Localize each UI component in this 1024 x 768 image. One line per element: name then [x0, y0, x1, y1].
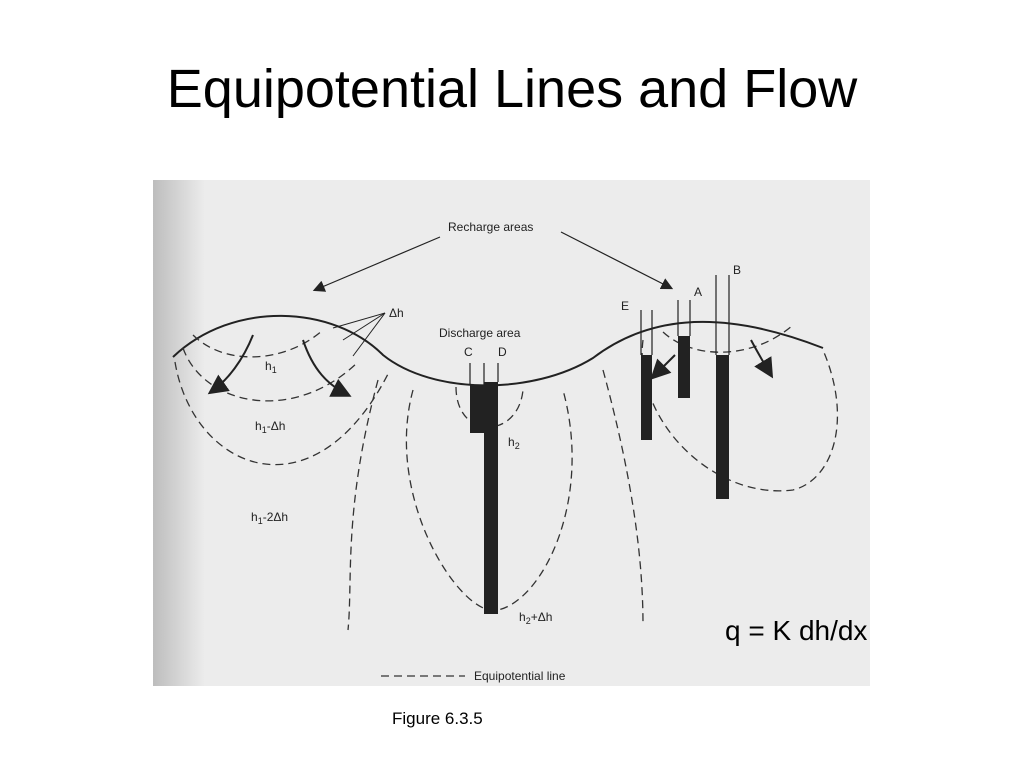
well-a-label: A: [694, 285, 702, 299]
well-e: [640, 310, 653, 440]
delta-h-label: Δh: [389, 306, 404, 320]
well-e-label: E: [621, 299, 629, 313]
well-b: [715, 275, 730, 499]
well-a: [677, 300, 691, 398]
well-d-label: D: [498, 345, 507, 359]
scan-edge: [153, 180, 205, 686]
delta-h-leaders: [332, 312, 386, 357]
legend-label: Equipotential line: [474, 669, 566, 683]
h2-label: h2: [508, 435, 520, 451]
well-b-label: B: [733, 263, 741, 277]
right-equipotential-lines: [641, 324, 839, 492]
slide-title: Equipotential Lines and Flow: [166, 59, 858, 119]
h1-minus-2dh-label: h1-2Δh: [251, 510, 288, 526]
h1-minus-dh-label: h1-Δh: [255, 419, 285, 435]
recharge-areas-label: Recharge areas: [448, 220, 533, 234]
recharge-pointer-arrows: [312, 231, 674, 292]
flow-arrows: [207, 334, 774, 397]
flow-net-figure: Recharge areas Discharge area Δh h1 h1-Δ…: [153, 180, 870, 686]
flow-net-diagram: Recharge areas Discharge area Δh h1 h1-Δ…: [153, 180, 839, 686]
left-equipotential-lines: [174, 329, 389, 466]
darcy-formula: q = K dh/dx: [725, 615, 868, 646]
h1-label: h1: [265, 359, 277, 375]
discharge-area-label: Discharge area: [439, 326, 521, 340]
figure-caption: Figure 6.3.5: [392, 709, 483, 728]
well-c-d: [469, 363, 499, 614]
h2-plus-dh-label: h2+Δh: [519, 610, 552, 626]
well-c-label: C: [464, 345, 473, 359]
